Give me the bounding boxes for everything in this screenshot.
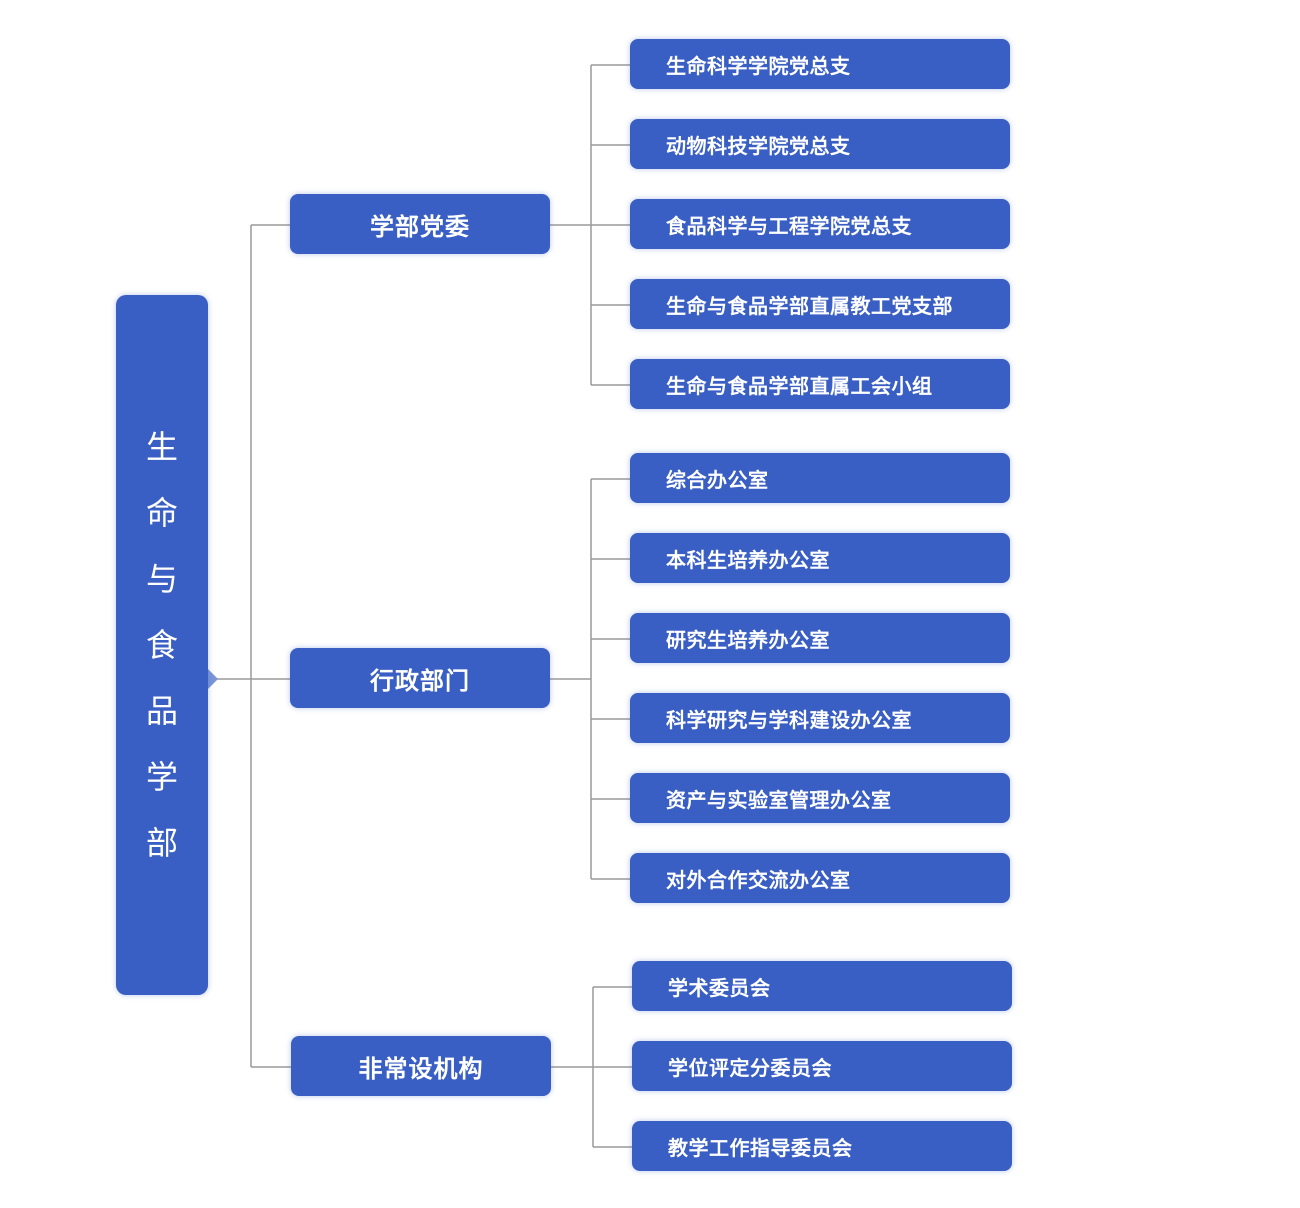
root-pointer [207, 668, 218, 690]
nonstanding-item-2: 学位评定分委员会 [632, 1041, 1012, 1091]
party-item-1: 生命科学学院党总支 [630, 39, 1010, 89]
category-non-standing: 非常设机构 [291, 1036, 551, 1096]
party-item-2: 动物科技学院党总支 [630, 119, 1010, 169]
category-administration: 行政部门 [290, 648, 550, 708]
admin-item-3: 研究生培养办公室 [630, 613, 1010, 663]
party-item-3: 食品科学与工程学院党总支 [630, 199, 1010, 249]
root-title: 生命与食品学部 [146, 428, 179, 862]
nonstanding-item-1: 学术委员会 [632, 961, 1012, 1011]
admin-item-6: 对外合作交流办公室 [630, 853, 1010, 903]
nonstanding-item-3: 教学工作指导委员会 [632, 1121, 1012, 1171]
admin-item-5: 资产与实验室管理办公室 [630, 773, 1010, 823]
category-party-committee: 学部党委 [290, 194, 550, 254]
admin-item-1: 综合办公室 [630, 453, 1010, 503]
party-item-5: 生命与食品学部直属工会小组 [630, 359, 1010, 409]
admin-item-2: 本科生培养办公室 [630, 533, 1010, 583]
admin-item-4: 科学研究与学科建设办公室 [630, 693, 1010, 743]
party-item-4: 生命与食品学部直属教工党支部 [630, 279, 1010, 329]
root-node: 生命与食品学部 [116, 295, 208, 995]
